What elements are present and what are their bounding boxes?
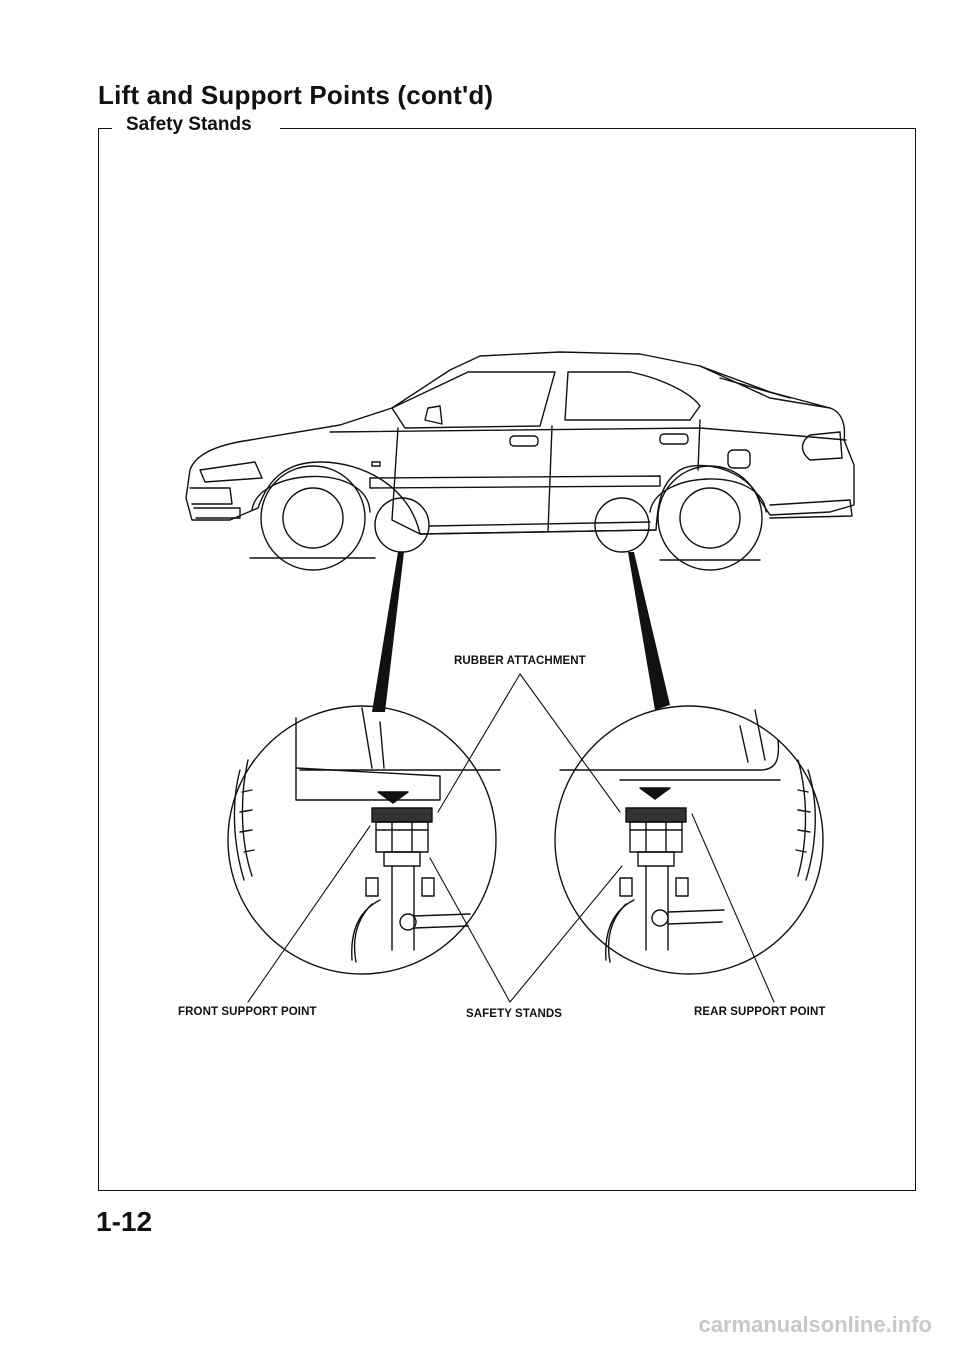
safety-stands-label: SAFETY STANDS: [466, 1008, 563, 1020]
car-side-view: [185, 351, 855, 571]
front-support-point-label: FRONT SUPPORT POINT: [178, 1006, 317, 1018]
frame-top-line-left: [98, 128, 112, 129]
rubber-attachment-label: RUBBER ATTACHMENT: [454, 655, 586, 667]
watermark: carmanualsonline.info: [698, 1312, 933, 1337]
section-title: Safety Stands: [120, 114, 258, 136]
page-number: 1-12: [96, 1206, 153, 1237]
section-frame: [98, 128, 916, 1191]
frame-top-line-right: [280, 128, 916, 129]
page-title: Lift and Support Points (cont'd): [98, 80, 494, 110]
rear-support-point-label: REAR SUPPORT POINT: [694, 1006, 826, 1018]
rear-leader-wedge: [628, 552, 670, 710]
front-leader-wedge: [372, 552, 404, 712]
rear-detail-view: [554, 705, 824, 975]
front-detail-view: [227, 705, 501, 975]
